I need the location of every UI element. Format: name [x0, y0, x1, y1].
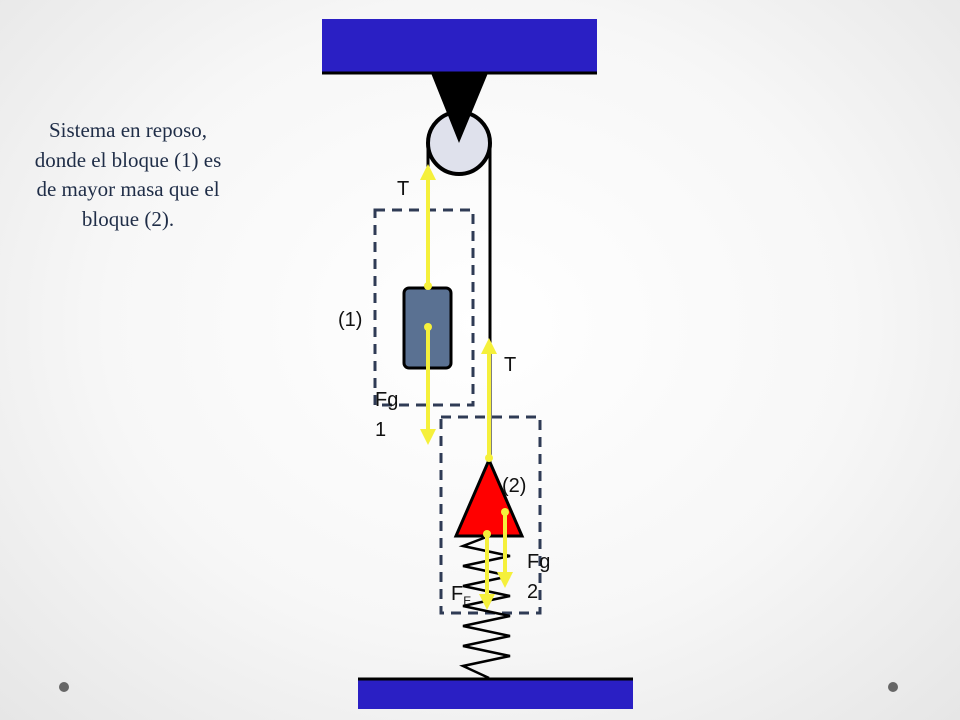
pulley-support: [431, 73, 488, 143]
vector-weight-1: [420, 323, 436, 445]
dashed-box-1: [373, 208, 475, 407]
vector-weight-2: [497, 508, 513, 588]
label-block-1: (1): [338, 309, 363, 331]
vector-tension-2: [481, 338, 497, 462]
label-elastic-force-main: F: [451, 583, 464, 605]
label-block-2: (2): [502, 475, 527, 497]
nav-dot-left-icon[interactable]: [59, 682, 69, 692]
label-elastic-force: FE: [451, 583, 471, 612]
label-tension-top: T: [397, 178, 410, 200]
label-fg2: Fg2: [527, 551, 551, 603]
nav-dot-right-icon[interactable]: [888, 682, 898, 692]
ceiling-bar: [322, 19, 597, 73]
label-tension-mid: T: [504, 354, 517, 376]
block-2: [453, 456, 525, 538]
spring: [458, 534, 511, 680]
label-fg1: Fg1: [375, 389, 399, 441]
vector-elastic-force: [479, 530, 495, 610]
description-text: Sistema en reposo, donde el bloque (1) e…: [34, 118, 222, 231]
label-elastic-force-sub: E: [463, 594, 472, 608]
vector-tension-1: [420, 164, 436, 290]
floor-bar: [358, 679, 633, 709]
